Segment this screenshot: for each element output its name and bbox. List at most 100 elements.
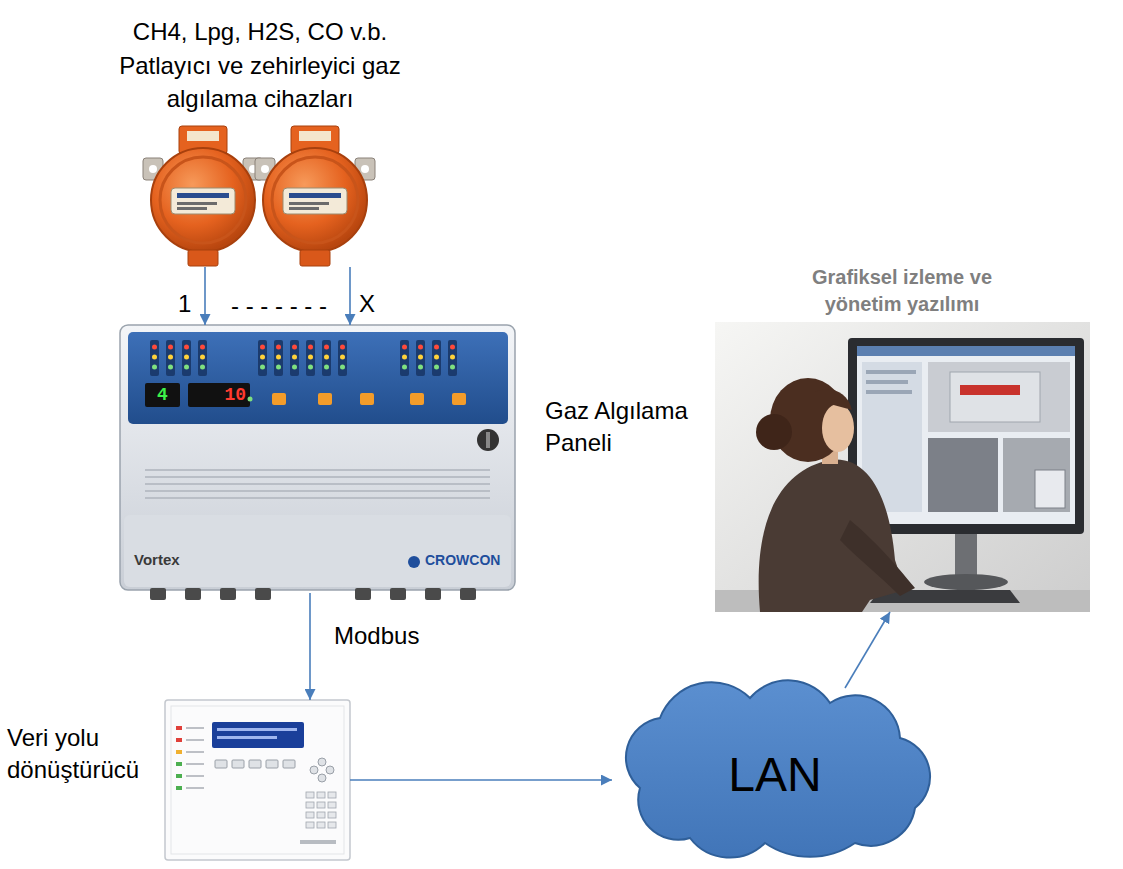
bus-converter-drawing [328, 822, 336, 828]
bus-converter-drawing [217, 736, 277, 739]
software-heading: Grafiksel izleme ve yönetim yazılımı [802, 264, 1002, 318]
network-cloud [626, 680, 930, 857]
device-heading: CH4, Lpg, H2S, CO v.b. Patlayıcı ve zehi… [115, 15, 405, 116]
bus-converter-drawing [328, 802, 336, 808]
bus-converter-drawing [212, 722, 304, 748]
gas-panel-drawing [452, 393, 466, 405]
gas-panel-drawing [306, 340, 315, 376]
gas-panel-drawing [425, 588, 441, 600]
bus-converter-drawing [176, 750, 182, 754]
gas-panel-drawing [255, 588, 271, 600]
gas-detector [143, 126, 263, 266]
operator-workstation [866, 390, 912, 394]
bus-converter-drawing [300, 840, 336, 844]
detector-group: CH4, Lpg, H2S, CO v.b. Patlayıcı ve zehi… [145, 122, 375, 267]
bus-converter-drawing [186, 787, 204, 789]
edge-label: Modbus [332, 622, 421, 651]
bus-converter-drawing [176, 738, 182, 742]
gas-panel-drawing [145, 497, 490, 499]
operator-workstation [715, 322, 1090, 612]
bus-converter-drawing [171, 706, 344, 854]
gas-panel-drawing [258, 340, 267, 376]
gas-panel-drawing [145, 383, 180, 407]
bus-converter-drawing [165, 700, 350, 860]
bus-converter-drawing [186, 739, 204, 741]
operator-workstation [857, 346, 1075, 524]
bus-converter-drawing [317, 802, 325, 808]
gas-panel-drawing [322, 340, 331, 376]
gas-panel-drawing [272, 393, 286, 405]
bus-converter-drawing [165, 700, 350, 860]
gas-panel-drawing [120, 325, 515, 600]
operator-workstation [815, 389, 852, 410]
gas-panel-drawing [145, 476, 490, 478]
brand-name: CROWCON [425, 552, 500, 568]
bus-converter-drawing [317, 792, 325, 798]
gas-panel-drawing [188, 383, 250, 407]
model-name: Vortex [134, 551, 180, 568]
gas-detector [255, 126, 375, 266]
operator-workstation [1035, 470, 1065, 508]
gas-panel-drawing [410, 393, 424, 405]
bus-converter-drawing [306, 792, 314, 798]
network-cloud [626, 680, 930, 857]
gas-panel-drawing [448, 340, 457, 376]
gas-panel-drawing [400, 340, 409, 376]
bus-converter-drawing [310, 766, 318, 774]
gas-panel-drawing [198, 340, 207, 376]
bus-converter-drawing [317, 822, 325, 828]
bus-converter-drawing [306, 822, 314, 828]
gas-panel-drawing [338, 340, 347, 376]
bus-converter-drawing [176, 762, 182, 766]
operator-workstation [756, 414, 792, 450]
cloud-label: LAN [728, 747, 821, 802]
gas-panel-drawing [145, 490, 490, 492]
operator-workstation [866, 380, 908, 384]
gas-panel-drawing [477, 429, 499, 451]
operator-workstation [866, 370, 916, 374]
gas-panel: Gaz Algılama Paneli410VortexCROWCON [120, 325, 515, 593]
gas-panel-drawing [185, 588, 201, 600]
gas-panel-drawing [182, 340, 191, 376]
gas-detector [255, 126, 375, 266]
operator-workstation [715, 322, 1090, 612]
bus-converter-drawing [328, 812, 336, 818]
gas-panel-drawing [460, 588, 476, 600]
connector-arrow [309, 593, 311, 700]
bus-converter-drawing [186, 727, 204, 729]
operator-workstation [960, 385, 1020, 395]
bus-converter-drawing [176, 726, 182, 730]
bus-converter-drawing [186, 775, 204, 777]
gas-panel-drawing [124, 515, 511, 587]
converter-heading: Veri yolu dönüştürücü [7, 722, 159, 787]
gas-panel-drawing [290, 340, 299, 376]
monitoring-workstation: Grafiksel izleme ve yönetim yazılımı [715, 322, 1090, 612]
bus-converter-drawing [186, 763, 204, 765]
bus-converter-drawing [306, 792, 336, 828]
gas-detector [143, 126, 263, 266]
bus-converter-drawing [318, 774, 326, 782]
edge-label: 1 [176, 290, 193, 319]
bus-converter-drawing [306, 812, 314, 818]
gas-panel-drawing [355, 588, 371, 600]
bus-converter-drawing [232, 760, 244, 768]
gas-panel-drawing [318, 393, 332, 405]
bus-converter-drawing [186, 728, 204, 788]
gas-panel-drawing [416, 340, 425, 376]
gas-panel-drawing [166, 340, 175, 376]
continuation-dashes: - - - - - - - [229, 292, 329, 321]
operator-workstation [928, 362, 1070, 432]
gas-panel-drawing [486, 432, 490, 448]
bus-converter-drawing [186, 751, 204, 753]
operator-workstation [924, 574, 1008, 590]
connector-arrow [845, 612, 890, 688]
operator-workstation [955, 530, 977, 580]
gas-panel-drawing [145, 483, 490, 485]
gas-panel-drawing [360, 393, 374, 405]
bus-converter-drawing [176, 786, 182, 790]
display-digit: 4 [145, 383, 180, 407]
operator-workstation [950, 372, 1040, 422]
bus-converter-drawing [176, 774, 182, 778]
connector-arrow [349, 267, 351, 325]
